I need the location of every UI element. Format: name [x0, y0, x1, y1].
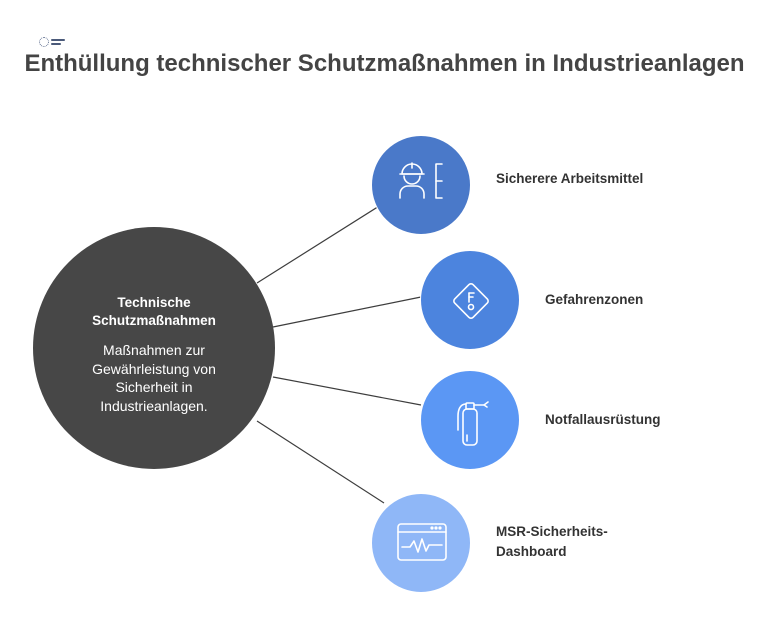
branch-label-1: Sicherere Arbeitsmittel	[496, 171, 644, 186]
branch-node-1	[371, 135, 471, 235]
center-description: Maßnahmen zur Gewährleistung von Sicherh…	[92, 342, 216, 414]
fire-extinguisher-icon	[457, 401, 489, 446]
logo	[39, 36, 69, 48]
page-title: Enthüllung technischer Schutzmaßnahmen i…	[24, 50, 745, 77]
branch-label-4: MSR-Sicherheits- Dashboard	[496, 524, 608, 559]
logo-icon	[39, 37, 49, 47]
branch-node-2	[420, 250, 520, 350]
connector-line-3	[272, 376, 422, 406]
branch-node-4	[371, 493, 471, 593]
center-node: Technische Schutzmaßnahmen Maßnahmen zur…	[33, 227, 275, 469]
connector-line-2	[272, 296, 422, 328]
branch-node-3	[420, 370, 520, 470]
worker-equipment-icon	[399, 162, 443, 199]
branch-label-3: Notfallausrüstung	[545, 412, 661, 427]
connector-line-4	[256, 420, 385, 504]
connector-line-1	[256, 202, 385, 284]
center-title: Technische Schutzmaßnahmen	[92, 295, 216, 328]
danger-zone-icon	[453, 283, 489, 319]
dashboard-icon	[397, 523, 447, 561]
branch-label-2: Gefahrenzonen	[545, 292, 644, 307]
